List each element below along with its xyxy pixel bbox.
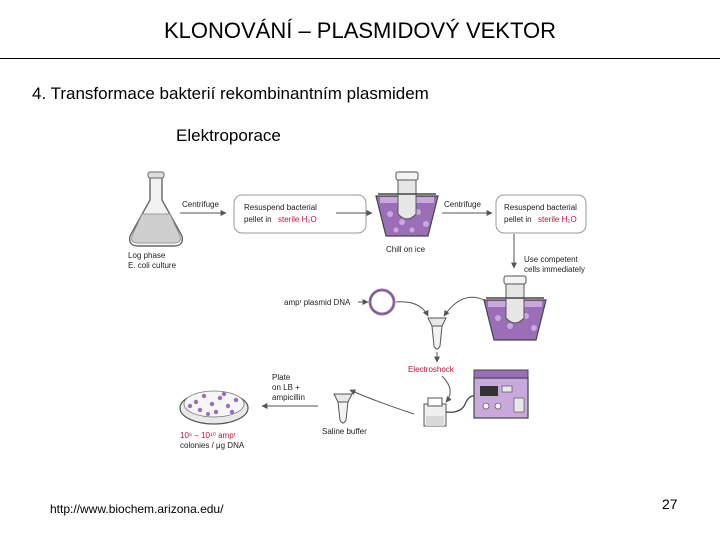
plasmid-dna-label: ampʳ plasmid DNA bbox=[284, 298, 351, 307]
ecoli-culture-label: E. coli culture bbox=[128, 261, 177, 270]
colonies-count-label: 10⁶ – 10¹⁰ ampʳ bbox=[180, 431, 236, 440]
use-competent-label-2: cells immediately bbox=[524, 265, 585, 274]
resuspend-box-1: Resuspend bacterial pellet in sterile H₂… bbox=[233, 194, 367, 234]
chill-on-ice-label: Chill on ice bbox=[386, 245, 426, 254]
svg-text:Resuspend bacterial: Resuspend bacterial bbox=[244, 203, 317, 212]
slide-subtitle: 4. Transformace bakterií rekombinantním … bbox=[32, 84, 429, 103]
slide-title: KLONOVÁNÍ – PLASMIDOVÝ VEKTOR bbox=[163, 18, 557, 43]
plate-label-2: on LB + bbox=[272, 383, 300, 392]
saline-tube-icon bbox=[333, 393, 353, 424]
ice-bucket-icon-2 bbox=[483, 275, 547, 341]
colonies-per-dna-label: colonies / μg DNA bbox=[180, 441, 245, 450]
source-url[interactable]: http://www.biochem.arizona.edu/ bbox=[50, 502, 224, 516]
centrifuge-label-1: Centrifuge bbox=[182, 200, 219, 209]
saline-buffer-label: Saline buffer bbox=[322, 427, 367, 436]
svg-text:sterile H₂O: sterile H₂O bbox=[278, 215, 317, 224]
svg-text:Resuspend bacterial: Resuspend bacterial bbox=[504, 203, 577, 212]
method-label: Elektroporace bbox=[176, 126, 281, 145]
svg-text:sterile H₂O: sterile H₂O bbox=[538, 215, 577, 224]
plate-label-3: ampicillin bbox=[272, 393, 305, 402]
electroporator-icon bbox=[445, 369, 529, 419]
electroshock-label: Electroshock bbox=[408, 365, 455, 374]
culture-flask-icon bbox=[128, 171, 184, 247]
plate-label-1: Plate bbox=[272, 373, 291, 382]
svg-text:pellet in: pellet in bbox=[244, 215, 272, 224]
cuvette-icon bbox=[423, 397, 447, 427]
ice-bucket-icon bbox=[375, 171, 439, 237]
title-divider bbox=[0, 58, 720, 59]
page-number: 27 bbox=[662, 496, 678, 512]
pipette-tube-icon bbox=[427, 317, 447, 350]
resuspend-box-2: Resuspend bacterial pellet in sterile H₂… bbox=[495, 194, 587, 234]
svg-text:pellet in: pellet in bbox=[504, 215, 532, 224]
use-competent-label-1: Use competent bbox=[524, 255, 579, 264]
petri-dish-icon bbox=[179, 390, 249, 425]
log-phase-label: Log phase bbox=[128, 251, 166, 260]
plasmid-icon bbox=[368, 288, 396, 316]
centrifuge-label-2: Centrifuge bbox=[444, 200, 481, 209]
